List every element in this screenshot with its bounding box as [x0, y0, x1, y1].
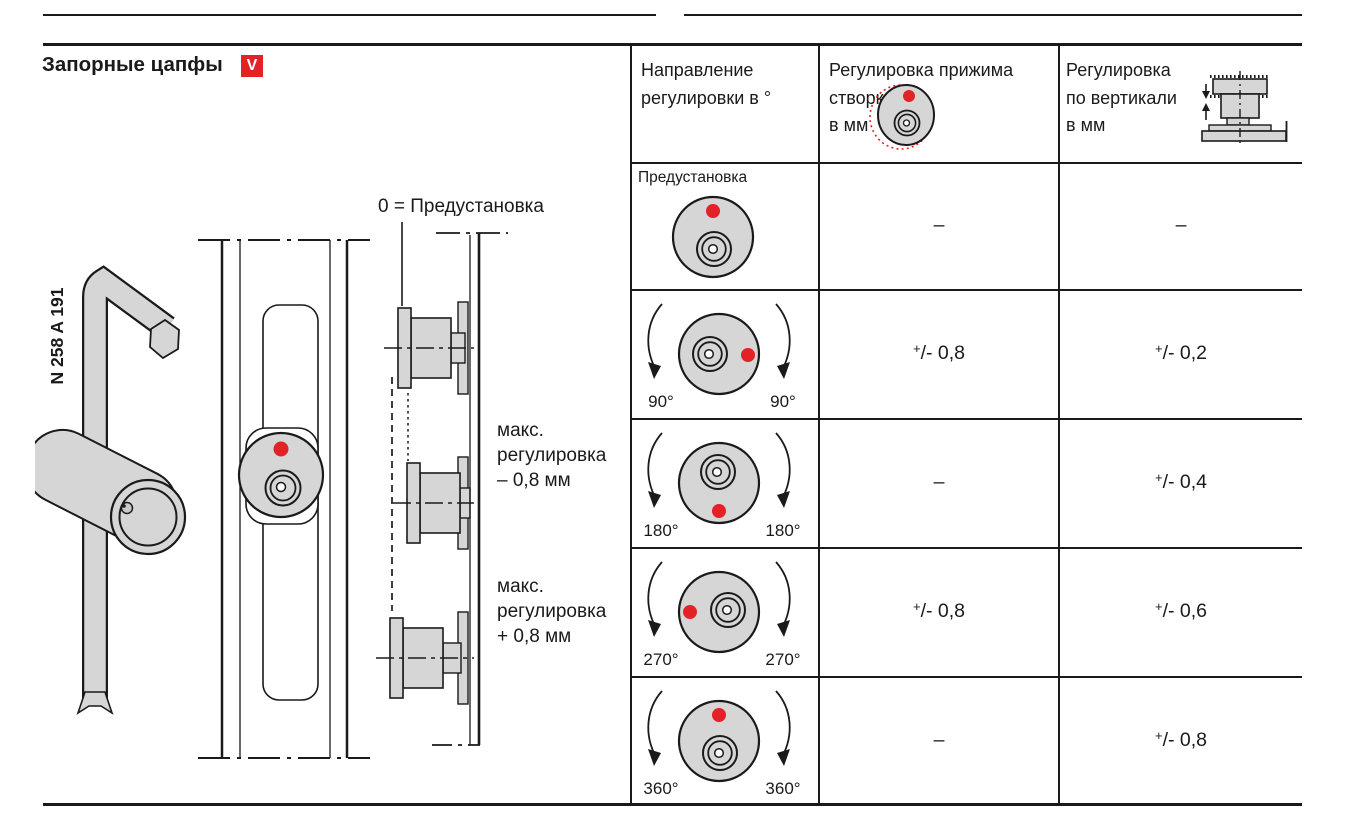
red-marker-dot — [273, 441, 289, 457]
locking-cam — [677, 570, 761, 654]
svg-text:– 0,8 мм: – 0,8 мм — [497, 470, 571, 491]
angle-label-right: 90° — [770, 392, 796, 411]
angle-label-left: 90° — [648, 392, 674, 411]
cam-rotation-diagram: 270° 270° — [643, 561, 801, 669]
red-marker-dot — [741, 348, 755, 362]
header-line: Регулировка прижима — [829, 60, 1014, 80]
rotate-arrow-right — [775, 432, 791, 500]
vertical-adjust-value: +/- 0,2 — [1154, 340, 1208, 365]
table-row-border-3 — [630, 418, 1302, 420]
header-line: створки — [829, 87, 894, 108]
tool-number-label: N 258 A 191 — [47, 287, 67, 384]
row-direction-cell: Предустановка — [631, 163, 817, 288]
table-border-col3 — [1058, 43, 1060, 806]
red-marker-dot — [683, 605, 697, 619]
pressure-adjust-value: – — [820, 677, 1058, 804]
hex-tip — [149, 318, 180, 360]
table-row-border-4 — [630, 547, 1302, 549]
table-row-border-5 — [630, 676, 1302, 678]
rotate-arrow-left — [647, 432, 663, 500]
header-pressure: Регулировка прижима створки в мм — [829, 57, 1019, 140]
table-row-border-1 — [630, 162, 1302, 164]
row-direction-cell: 90° 90° — [631, 290, 817, 417]
top-rule-left — [43, 14, 656, 16]
header-line: Направление — [641, 60, 754, 80]
angle-label-right: 360° — [765, 779, 800, 798]
eccentric-cam-with-rotation-circle-icon — [869, 84, 935, 150]
header-line: Регулировка — [1066, 60, 1171, 80]
allen-key-n258a191: N 258 A 191 — [35, 265, 187, 715]
section-bottom-rule — [43, 803, 1302, 806]
max-plus-label: макс. регулировка + 0,8 мм — [497, 576, 607, 647]
pin-side-view-positions — [376, 222, 508, 746]
rotate-arrow-right — [775, 561, 791, 629]
cam-rotation-diagram: 90° 90° — [647, 303, 796, 411]
base-plate — [1201, 130, 1287, 142]
red-marker-dot — [712, 708, 726, 722]
row-direction-cell: 360° 360° — [631, 677, 817, 804]
vertical-adjust-value: +/- 0,6 — [1154, 598, 1208, 623]
no-adjustment-dash: – — [933, 214, 945, 236]
rotate-arrow-right — [775, 303, 791, 371]
svg-text:+ 0,8 мм: + 0,8 мм — [497, 626, 571, 647]
table-border-left — [630, 43, 632, 806]
red-marker-dot — [903, 90, 915, 102]
angle-label-right: 180° — [765, 521, 800, 540]
angle-label-right: 270° — [765, 650, 800, 669]
vertical-adjust-value: – — [1060, 163, 1302, 288]
row-direction-cell: 270° 270° — [631, 548, 817, 675]
pressure-adjust-value: +/- 0,8 — [912, 598, 966, 623]
svg-text:регулировка: регулировка — [497, 445, 607, 466]
zero-preset-label: 0 = Предустановка — [378, 196, 544, 217]
svg-text:регулировка: регулировка — [497, 601, 607, 622]
preset-row-label: Предустановка — [638, 169, 748, 186]
no-adjustment-dash: – — [933, 471, 945, 493]
rotate-arrow-left — [647, 690, 663, 758]
table-row-border-2 — [630, 289, 1302, 291]
angle-label-left: 180° — [643, 521, 678, 540]
rotate-arrow-left — [647, 561, 663, 629]
pressure-adjust-value: – — [820, 419, 1058, 546]
pin-position-preset — [384, 301, 474, 395]
locking-pin-side-view-icon — [1201, 71, 1288, 145]
rotate-arrow-right — [775, 690, 791, 758]
pressure-adjust-value: +/- 0,8 — [912, 340, 966, 365]
svg-text:макс.: макс. — [497, 420, 544, 441]
header-line: по вертикали — [1066, 87, 1177, 108]
cam-rotation-diagram — [671, 195, 755, 279]
page-title: Запорные цапфы — [42, 53, 223, 76]
cam-rotation-diagram: 180° 180° — [643, 432, 801, 540]
vertical-measure-arrows-icon — [1202, 84, 1210, 120]
no-adjustment-dash: – — [933, 729, 945, 751]
header-line: регулировки в ° — [641, 87, 772, 108]
pressure-adjust-value: – — [820, 163, 1058, 288]
locking-cam — [677, 312, 761, 396]
header-line: в мм — [1066, 115, 1106, 135]
cam-rotation-diagram: 360° 360° — [643, 690, 801, 798]
key-foot — [76, 691, 114, 715]
section-top-rule — [43, 43, 1302, 46]
installation-figure: N 258 A 191 — [35, 196, 607, 759]
rail-front-view — [198, 239, 370, 759]
angle-label-left: 360° — [643, 779, 678, 798]
table-border-col2 — [818, 43, 820, 806]
red-marker-dot — [712, 504, 726, 518]
max-minus-label: макс. регулировка – 0,8 мм — [497, 420, 607, 491]
adapter-sleeve — [35, 428, 187, 556]
header-line: в мм — [829, 115, 869, 135]
pin-position-minus — [393, 456, 474, 550]
vertical-adjust-value: +/- 0,4 — [1154, 469, 1208, 494]
angle-label-left: 270° — [643, 650, 678, 669]
row-direction-cell: 180° 180° — [631, 419, 817, 546]
vertical-adjust-value: +/- 0,8 — [1154, 727, 1208, 752]
header-vertical: Регулировка по вертикали в мм — [1066, 57, 1201, 140]
top-rule-right — [684, 14, 1302, 16]
no-adjustment-dash: – — [1175, 214, 1187, 236]
product-badge-v: V — [241, 55, 263, 77]
pin-position-plus — [376, 611, 474, 705]
header-direction: Направление регулировки в ° — [641, 57, 811, 112]
svg-text:макс.: макс. — [497, 576, 544, 597]
red-marker-dot — [706, 204, 720, 218]
rotate-arrow-left — [647, 303, 663, 371]
